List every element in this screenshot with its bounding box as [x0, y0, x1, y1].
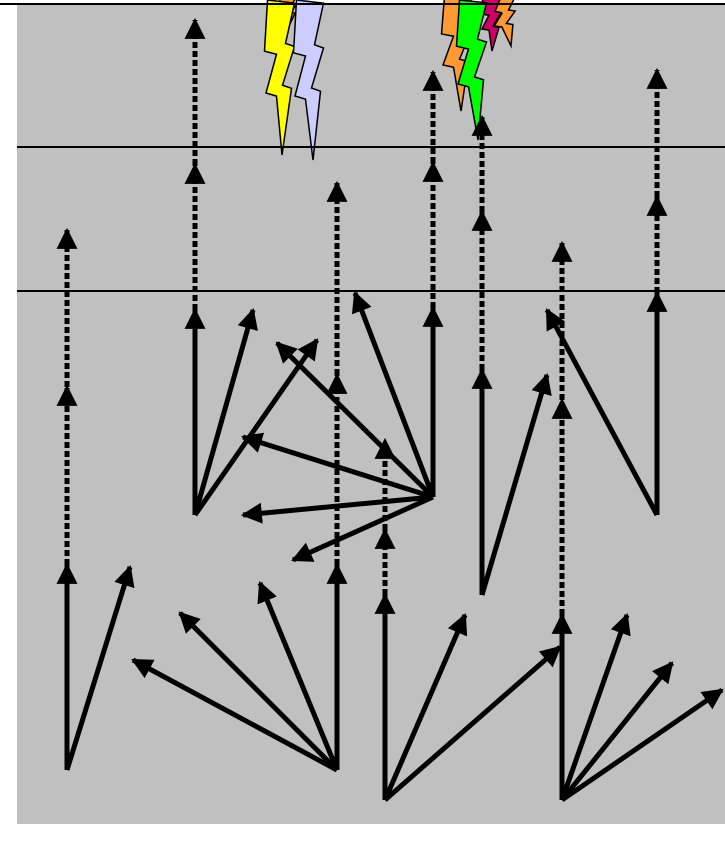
solid-arrow [131, 657, 339, 773]
lightning-flash-icon [455, 0, 488, 141]
solid-arrow [178, 611, 339, 772]
solid-arrow [64, 564, 135, 771]
solid-arrow [382, 613, 468, 801]
solid-arrow [383, 645, 562, 802]
layer-lines [0, 3, 725, 292]
solid-arrow [257, 581, 340, 771]
solid-arrow [479, 372, 552, 596]
solid-arrow [559, 613, 631, 801]
solid-arrow [192, 307, 258, 516]
gray-panel [17, 4, 725, 824]
lightning-flash-icon [263, 0, 296, 156]
arrow-group [56, 17, 724, 803]
solid-arrow [275, 341, 435, 499]
flash-group [263, 0, 517, 161]
solid-arrow [560, 687, 724, 803]
solid-arrow [291, 494, 435, 563]
solid-arrow [240, 432, 434, 500]
lightning-flash-icon [480, 0, 503, 52]
solid-arrow [544, 308, 660, 517]
solid-arrow [192, 338, 320, 517]
solid-arrow [560, 661, 674, 802]
lightning-flash-icon [292, 0, 325, 161]
solid-arrow [351, 291, 436, 498]
